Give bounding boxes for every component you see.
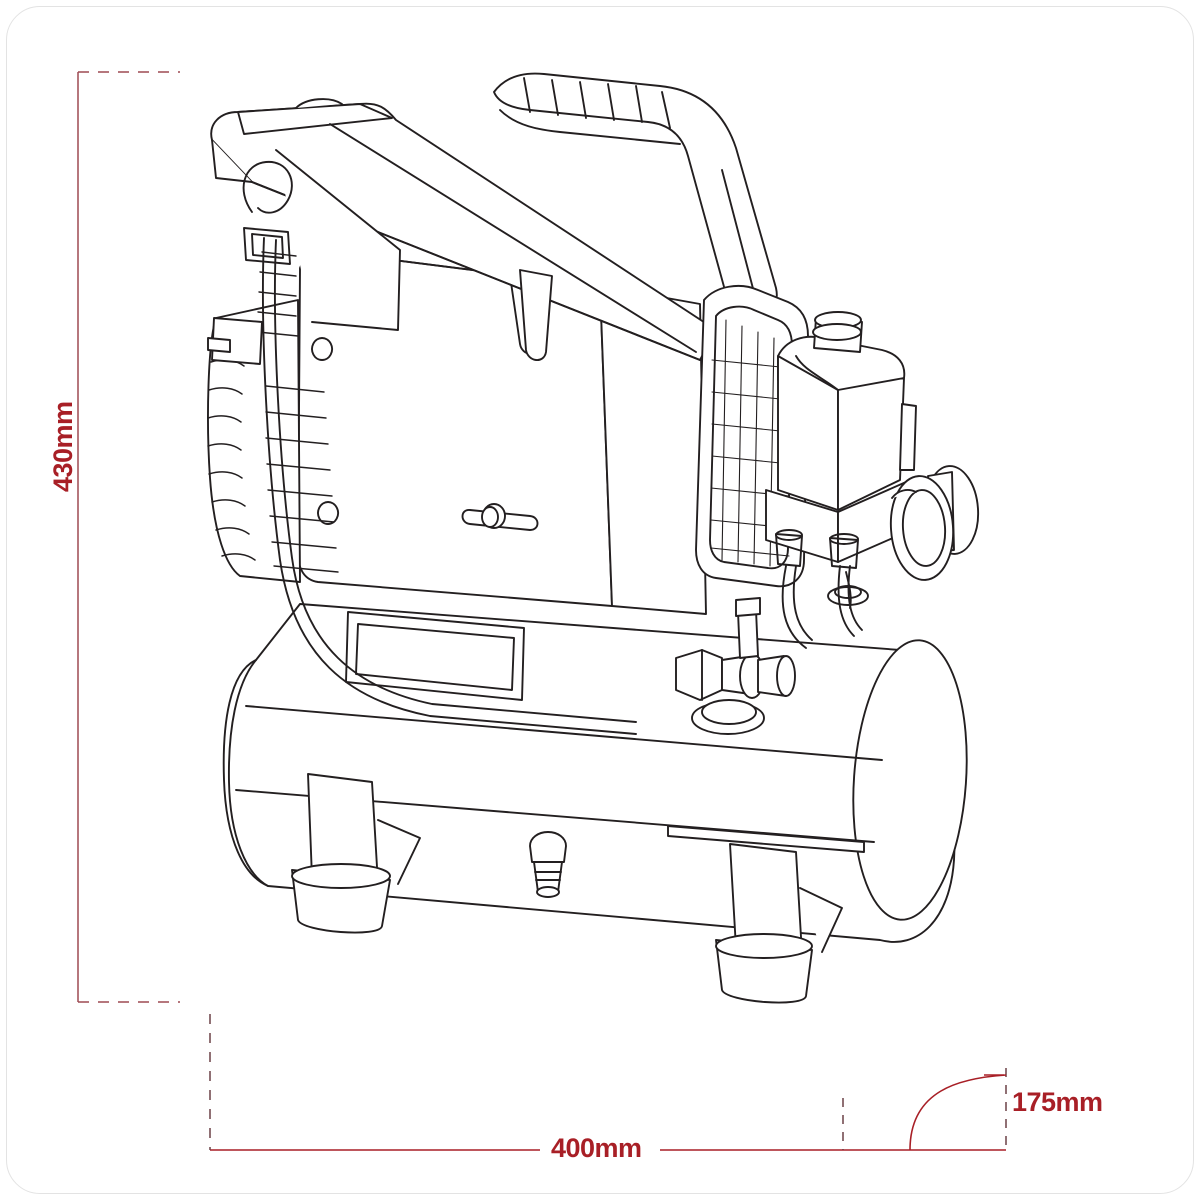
switch-toggle-inner [481, 506, 499, 528]
depth-dimension-label: 175mm [1012, 1087, 1103, 1117]
grille-mesh [710, 319, 791, 567]
shroud-bump [295, 98, 343, 109]
handle-grip-line [499, 109, 681, 145]
tank-seam-upper [245, 705, 883, 761]
housing-bolt-lower [317, 501, 339, 525]
on-off-switch[interactable] [461, 503, 539, 531]
gauge-front [889, 475, 955, 581]
hose-ferrule-right [829, 537, 859, 569]
valve-coupler-face [776, 655, 796, 697]
housing-bolt-upper [311, 337, 333, 361]
switch-hoses [775, 529, 869, 649]
valve-riser [737, 609, 759, 659]
foot-front-left [291, 773, 421, 934]
tank-highlight-stripe [667, 825, 865, 853]
width-dimension-label: 400mm [551, 1133, 642, 1163]
valve-hex-nut [675, 649, 723, 701]
pressure-gauges [889, 465, 980, 581]
handle-rib-4 [607, 83, 615, 121]
drain-cap [536, 886, 560, 898]
shroud-inner-vane [519, 269, 553, 361]
hose-ferrule-left-top [775, 529, 803, 541]
hose-left [781, 565, 807, 649]
hose-left-inner [792, 565, 813, 641]
hose-tank-boss [827, 586, 869, 606]
gauge-front-bezel [901, 489, 947, 567]
handle-rib-3 [579, 81, 587, 119]
handle-rib-2 [551, 79, 559, 116]
drain-valve [529, 831, 567, 898]
housing-side-ribs [257, 251, 339, 573]
tube-main-run-inner [274, 239, 637, 723]
shroud-front-fold [329, 123, 697, 353]
switch-box-right [837, 377, 905, 511]
tube-nut [243, 227, 291, 265]
foot-pad-top [291, 863, 391, 889]
hose-ferrule-right-top [829, 533, 859, 545]
hose-right [837, 565, 855, 637]
shroud-upper-skin [210, 102, 717, 361]
tube-nut-face [251, 233, 284, 259]
handle-rib-6 [661, 91, 671, 129]
hose-tank-boss-inner [834, 585, 862, 599]
tank-label-plate [345, 611, 525, 701]
shroud-side-wing [275, 149, 401, 331]
handle-rib-5 [635, 85, 643, 123]
cylinder-head-bolt [207, 337, 231, 353]
valve-riser-cap [735, 597, 761, 617]
handle-post-inner [721, 169, 757, 301]
switch-vent-cap-lip [812, 323, 862, 341]
tube-main-run [262, 237, 637, 735]
rubber-feet [291, 773, 843, 1004]
foot-pad-top [715, 933, 813, 959]
shroud-top-face [237, 103, 393, 135]
depth-dimension-arc [909, 1074, 1007, 1151]
handle-rib-1 [523, 77, 531, 113]
switch-box-side-tab [899, 403, 917, 471]
top-shroud [210, 98, 717, 361]
foot-shadow-edge [377, 819, 421, 885]
shroud-left-return [211, 139, 253, 183]
plate-inner [355, 623, 515, 691]
tube-upper-loop [242, 161, 293, 214]
foot-shadow-edge [799, 887, 843, 953]
foot-front-right [715, 843, 843, 1004]
tank-right-end-cap [852, 639, 968, 921]
hose-ferrule-left [775, 533, 803, 567]
valve-tank-boss-inner [701, 699, 757, 725]
drain-body [529, 831, 567, 863]
switch-box-bevel [795, 355, 839, 391]
tank-left-end-cap [227, 659, 269, 887]
outlet-valve[interactable] [675, 597, 796, 735]
pressure-switch[interactable] [765, 311, 917, 563]
gauge-front-neck [891, 489, 917, 499]
copper-cooling-tube [242, 161, 637, 735]
